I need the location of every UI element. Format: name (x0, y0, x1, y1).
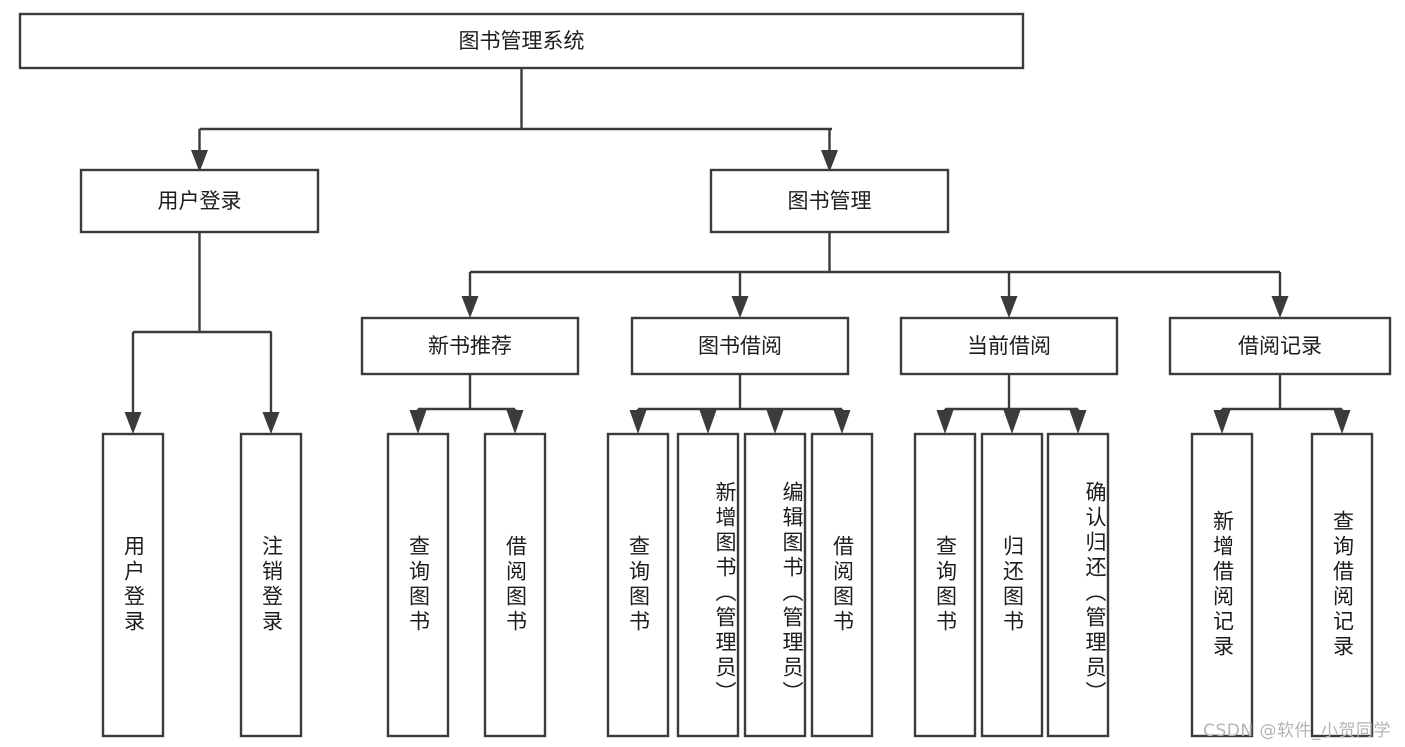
arrow-borrowrecord-leaf1 (1213, 410, 1231, 434)
node-book-borrow-label: 图书借阅 (698, 334, 782, 358)
node-leaf-return-book[interactable] (980, 432, 1044, 738)
node-user-login[interactable] (79, 168, 320, 234)
node-new-book-rec[interactable] (360, 316, 580, 376)
connector-user-login-bus (131, 232, 273, 414)
connector-layer (124, 68, 1351, 434)
node-borrow-record[interactable] (1168, 316, 1392, 376)
connector-book-borrow-bus (636, 374, 844, 416)
connector-new-book-rec-bus (416, 374, 517, 416)
arrow-to-book-borrow (731, 296, 749, 318)
node-new-book-rec-label: 新书推荐 (428, 334, 512, 358)
arrow-currentborrow-leaf3 (1069, 410, 1087, 434)
arrow-root-to-user-login (191, 150, 208, 172)
node-leaf-query-book-rec[interactable] (386, 432, 450, 738)
node-leaf-user-login[interactable] (101, 432, 165, 738)
arrow-root-to-book-manage (821, 150, 838, 172)
node-leaf-borrow-book[interactable] (810, 432, 874, 738)
connector-current-borrow-bus (943, 374, 1080, 416)
node-leaf-query-record[interactable] (1310, 432, 1374, 738)
arrow-bookborrow-leaf2 (699, 410, 717, 434)
node-borrow-record-label: 借阅记录 (1238, 334, 1322, 358)
node-leaf-query-book-borrow[interactable] (606, 432, 670, 738)
arrow-bookborrow-leaf1 (629, 410, 647, 434)
connector-root-bus (198, 68, 832, 152)
node-root[interactable] (18, 12, 1025, 70)
node-leaf-add-book[interactable] (676, 432, 740, 738)
arrow-bookborrow-leaf3 (766, 410, 784, 434)
node-user-login-label: 用户登录 (158, 189, 242, 213)
node-leaf-add-record[interactable] (1190, 432, 1254, 738)
node-leaf-query-book-cur[interactable] (913, 432, 977, 738)
arrow-newbook-leaf2 (506, 410, 524, 434)
arrow-bookborrow-leaf4 (833, 410, 851, 434)
node-leaf-borrow-book-rec[interactable] (483, 432, 547, 738)
csdn-watermark: CSDN @软件_小贺同学 (1203, 721, 1391, 741)
node-book-manage-label: 图书管理 (788, 189, 872, 213)
node-root-label: 图书管理系统 (459, 29, 585, 53)
node-leaf-user-logout[interactable] (239, 432, 303, 738)
arrow-to-current-borrow (1000, 296, 1018, 318)
arrow-user-login-to-leaf1 (124, 412, 142, 434)
node-leaf-confirm-return[interactable] (1046, 432, 1110, 738)
node-book-manage[interactable] (709, 168, 950, 234)
arrow-to-borrow-record (1271, 296, 1289, 318)
arrow-user-login-to-leaf2 (262, 412, 280, 434)
connector-book-manage-bus (468, 232, 1282, 298)
node-box-layer: 图书管理系统 用户登录 图书管理 新书推荐 图书借阅 当前借阅 借阅记录 (18, 12, 1392, 738)
node-current-borrow[interactable] (899, 316, 1119, 376)
node-book-borrow[interactable] (630, 316, 850, 376)
arrow-currentborrow-leaf1 (936, 410, 954, 434)
arrow-borrowrecord-leaf2 (1333, 410, 1351, 434)
node-current-borrow-label: 当前借阅 (967, 334, 1051, 358)
arrow-to-new-book-rec (461, 296, 479, 318)
node-leaf-edit-book[interactable] (743, 432, 807, 738)
arrow-newbook-leaf1 (409, 410, 427, 434)
connector-borrow-record-bus (1220, 374, 1344, 416)
arrow-currentborrow-leaf2 (1003, 410, 1021, 434)
